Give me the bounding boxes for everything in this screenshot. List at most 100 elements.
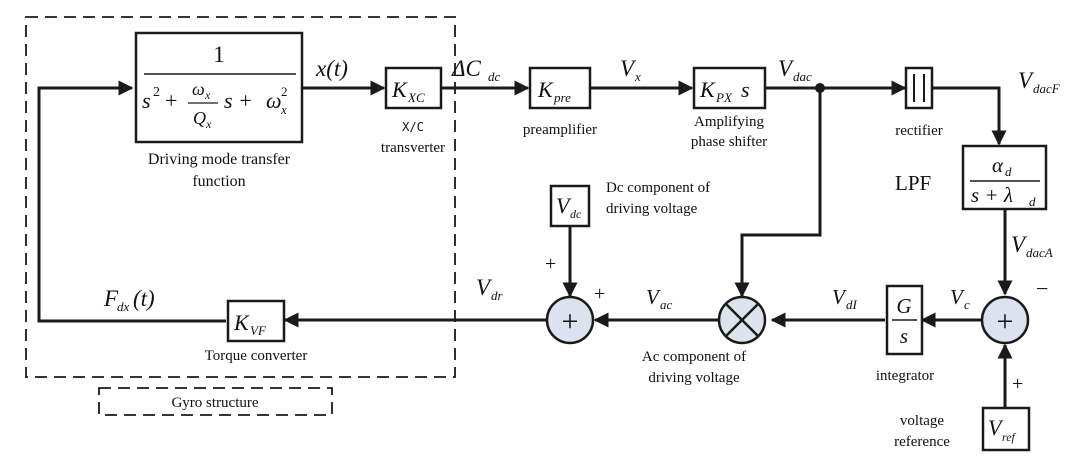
kvf-block: K VF [226,299,286,343]
svg-text:+: + [562,305,579,338]
transfer-function-caption-1: Driving mode transfer [148,151,291,168]
signal-vdac: V dac [778,56,812,84]
signal-xt: x(t) [315,56,348,81]
svg-text:V: V [832,285,847,309]
rectifier-block [904,66,934,110]
kpre-caption: preamplifier [523,122,597,138]
vdc-block: V dc [549,184,591,228]
wire-vdacF [932,86,1007,146]
vdc-caption-1: Dc component of [606,180,710,196]
svg-text:VF: VF [250,323,267,338]
svg-text:+: + [165,88,177,113]
svg-text:dac: dac [793,69,812,84]
kpre-block: K pre [528,66,592,110]
svg-text:2: 2 [281,84,288,99]
gyro-structure-boundary [25,16,456,378]
svg-text:V: V [1018,68,1035,93]
kxc-caption-1: X/C [402,120,424,134]
signal-vdI: V dI [832,285,858,312]
integrator-caption: integrator [876,368,934,384]
svg-text:dI: dI [846,297,858,312]
svg-text:dr: dr [491,288,504,303]
svg-text:ref: ref [1002,430,1017,444]
svg-text:ω: ω [266,88,282,113]
svg-text:2: 2 [153,85,160,100]
svg-text:s: s [741,77,750,102]
svg-text:1: 1 [213,42,225,67]
svg-text:K: K [537,77,554,102]
svg-text:F: F [103,286,119,311]
kxc-caption-2: transverter [381,140,445,156]
gyro-structure-label: Gyro structure [171,395,258,411]
kvf-caption: Torque converter [205,348,308,364]
vref-block: V ref [981,406,1031,452]
summing-junction-left: + [545,295,595,345]
svg-text:PX: PX [715,90,733,105]
transfer-function-block: 1 s 2 + ω x Q x s + ω x 2 [134,31,304,144]
svg-text:dx: dx [117,299,130,314]
svg-text:ac: ac [660,297,673,312]
svg-text:G: G [896,294,911,318]
sign-plus-left-right: + [594,283,605,305]
junction-dot [815,83,825,93]
svg-text:dc: dc [570,207,582,221]
svg-text:Q: Q [193,108,206,128]
svg-text:V: V [646,285,661,309]
signal-vdacA: V dacA [1011,232,1053,260]
signal-vdacF: V dacF [1018,68,1061,96]
gyro-structure-label-box [98,387,333,416]
integrator-block: G s [885,284,924,356]
svg-text:V: V [476,275,493,300]
svg-text:s + λ: s + λ [971,183,1013,207]
signal-vac: V ac [646,285,673,312]
svg-text:K: K [391,77,408,102]
svg-text:x: x [205,117,212,131]
svg-text:dacA: dacA [1026,245,1053,260]
sign-plus-left-top: + [545,253,556,275]
signal-fdx: F dx (t) [103,286,155,314]
wire-vdac-tap [734,88,822,298]
svg-text:ΔC: ΔC [451,56,481,81]
svg-text:dacF: dacF [1033,81,1061,96]
svg-text:α: α [992,153,1004,177]
svg-text:pre: pre [553,90,571,105]
kxc-block: K XC [384,66,443,110]
summing-junction-right: + [980,295,1030,345]
svg-text:x: x [204,88,211,102]
svg-text:s: s [900,324,908,348]
lpf-block: α d s + λ d [961,144,1048,211]
svg-text:d: d [1005,164,1012,179]
svg-text:V: V [620,56,637,81]
svg-text:ω: ω [192,79,205,99]
vref-caption-2: reference [894,434,950,450]
multiplier-caption-1: Ac component of [642,349,746,365]
svg-text:V: V [556,193,572,218]
sign-plus-right: + [1012,373,1023,395]
signal-vdr: V dr [476,275,504,303]
svg-text:d: d [1029,194,1036,209]
signal-delta-c: ΔC dc [451,56,501,84]
svg-text:c: c [964,297,970,312]
svg-text:K: K [233,310,250,335]
svg-text:V: V [778,56,795,81]
kpx-caption-2: phase shifter [691,134,767,150]
kpx-block: K PX s [692,66,767,110]
vdc-caption-2: driving voltage [606,201,698,217]
svg-text:V: V [988,415,1004,440]
wire-force-feedback [37,80,226,323]
signal-vc: V c [950,285,970,312]
sign-minus-right: − [1036,276,1048,301]
svg-text:+: + [997,305,1014,338]
svg-text:(t): (t) [133,286,155,311]
svg-text:V: V [950,285,965,309]
svg-text:x: x [280,102,287,117]
rectifier-caption: rectifier [895,123,942,139]
multiplier-caption-2: driving voltage [648,370,740,386]
svg-text:XC: XC [407,90,425,105]
svg-text:s +: s + [224,88,253,113]
svg-text:V: V [1011,232,1028,257]
multiplier-junction [717,295,767,345]
transfer-function-caption-2: function [192,173,245,190]
svg-text:dc: dc [488,69,501,84]
svg-text:x: x [634,69,641,84]
